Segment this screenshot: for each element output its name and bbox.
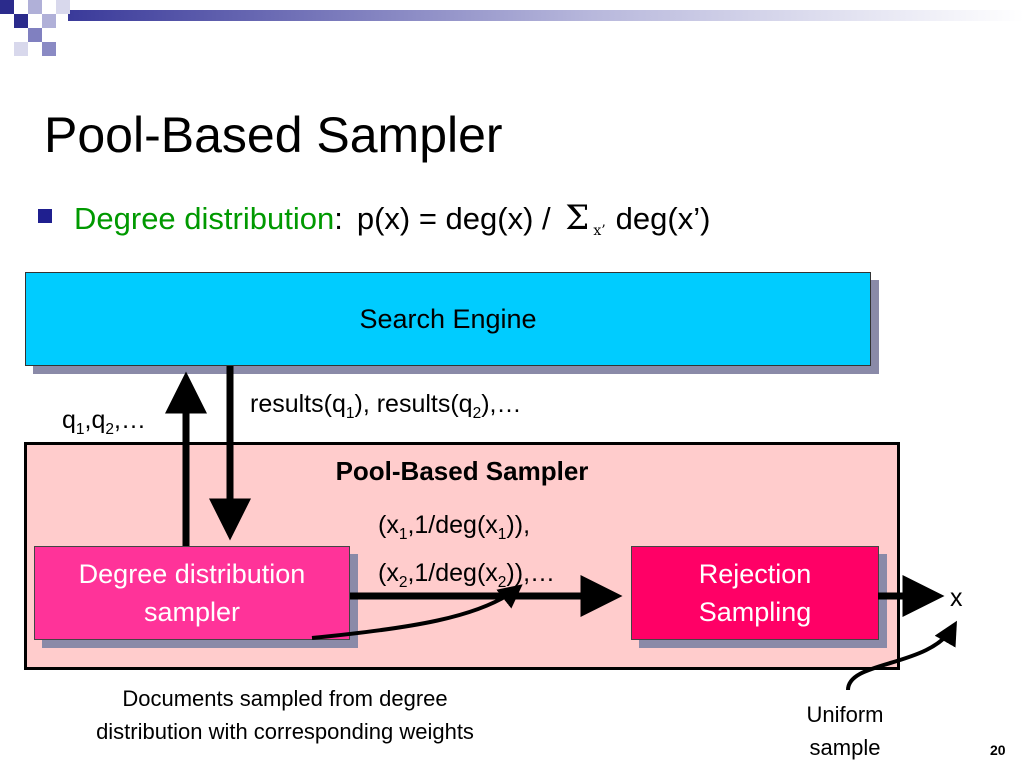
- degree-sampler-line2: sampler: [143, 597, 240, 627]
- sigma-symbol: Σ: [565, 198, 590, 238]
- search-engine-label: Search Engine: [359, 303, 537, 334]
- queries-label: q1,q2,…: [62, 406, 146, 438]
- rejection-line2: Sampling: [698, 597, 812, 627]
- weighted-sample-line1: (x1,1/deg(x1)),: [378, 511, 531, 543]
- bullet-square-icon: [38, 209, 52, 223]
- degree-distribution-sampler-box: Degree distribution sampler: [34, 546, 350, 640]
- rejection-sampling-box: Rejection Sampling: [631, 546, 879, 640]
- uniform-curved-arrow: [846, 620, 957, 691]
- rejection-line1: Rejection: [698, 559, 812, 589]
- bullet-highlight-label: Degree distribution: [74, 201, 335, 236]
- header-decoration: [0, 0, 1024, 56]
- weighted-samples-label: (x1,1/deg(x1)), (x2,1/deg(x2)),…: [378, 506, 555, 602]
- uniform-sample-caption: Uniform sample: [806, 702, 884, 760]
- results-label: results(q1), results(q2),…: [250, 390, 522, 422]
- output-x-label: x: [950, 584, 963, 612]
- sigma-subscript: x’: [593, 223, 606, 239]
- slide-number: 20: [990, 742, 1006, 758]
- weighted-sample-line2: (x2,1/deg(x2)),…: [378, 559, 556, 591]
- degree-sampler-line1: Degree distribution: [78, 559, 306, 589]
- documents-caption: Documents sampled from degree distributi…: [96, 686, 474, 744]
- formula-left: p(x) = deg(x) /: [356, 201, 560, 236]
- bullet-separator: :: [334, 201, 343, 236]
- search-engine-box: Search Engine: [25, 272, 871, 366]
- formula-right: deg(x’): [615, 201, 711, 236]
- slide-title: Pool-Based Sampler: [44, 107, 503, 163]
- pool-based-sampler-label: Pool-Based Sampler: [335, 456, 589, 486]
- bullet-degree-distribution: Degree distribution : p(x) = deg(x) / Σ …: [38, 198, 711, 239]
- documents-curved-arrow: [311, 584, 523, 640]
